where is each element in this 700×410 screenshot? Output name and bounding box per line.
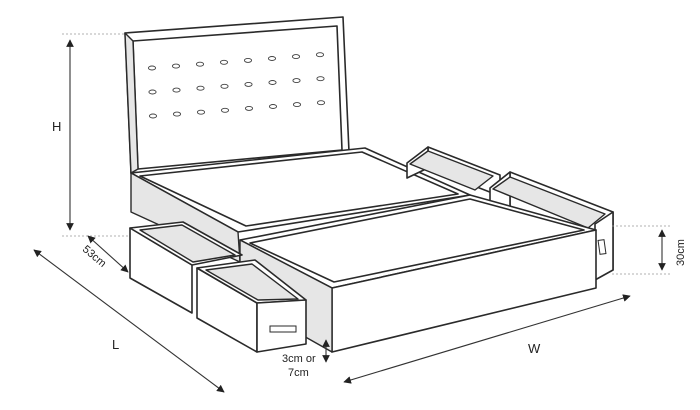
tufted-button bbox=[195, 61, 205, 67]
length-label: L bbox=[112, 337, 119, 352]
tufted-button bbox=[316, 100, 326, 106]
tufted-button bbox=[148, 89, 157, 95]
width-dimension: W bbox=[343, 294, 631, 384]
left-drawer-front bbox=[196, 259, 307, 353]
drawer-height-dimension: 30cm bbox=[612, 225, 687, 275]
tufted-button bbox=[196, 85, 205, 91]
tufted-button bbox=[172, 87, 181, 93]
tufted-button bbox=[219, 59, 229, 65]
drawer-height-label: 30cm bbox=[675, 239, 687, 266]
tufted-button bbox=[196, 109, 206, 115]
width-label: W bbox=[528, 341, 541, 356]
clearance-label-line1: 3cm or bbox=[282, 353, 316, 365]
tufted-button bbox=[267, 56, 277, 61]
tufted-button bbox=[220, 83, 229, 89]
tufted-button bbox=[292, 102, 302, 108]
length-dimension: L bbox=[33, 249, 225, 393]
tufted-button bbox=[268, 80, 277, 85]
tufted-button bbox=[148, 113, 158, 119]
tufted-button bbox=[244, 105, 254, 111]
tufted-button bbox=[292, 78, 301, 84]
tufted-button bbox=[243, 57, 253, 63]
tufted-button bbox=[316, 76, 325, 82]
height-label: H bbox=[52, 119, 61, 134]
tufted-button bbox=[244, 81, 253, 87]
tufted-button bbox=[172, 111, 182, 117]
headboard bbox=[124, 16, 350, 174]
tufted-button bbox=[147, 65, 157, 71]
clearance-label-line2: 7cm bbox=[288, 367, 309, 379]
tufted-button bbox=[220, 107, 230, 113]
drawer-depth-label: 53cm bbox=[80, 243, 108, 269]
headboard-buttons bbox=[147, 52, 326, 119]
tufted-button bbox=[268, 104, 278, 109]
tufted-button bbox=[291, 54, 301, 60]
height-dimension: H bbox=[52, 33, 130, 237]
clearance-dimension: 3cm or 7cm bbox=[282, 339, 330, 379]
drawer-depth-dimension: 53cm bbox=[80, 235, 129, 273]
tufted-button bbox=[315, 52, 325, 58]
tufted-button bbox=[171, 63, 181, 69]
right-drawer-back bbox=[406, 146, 501, 197]
